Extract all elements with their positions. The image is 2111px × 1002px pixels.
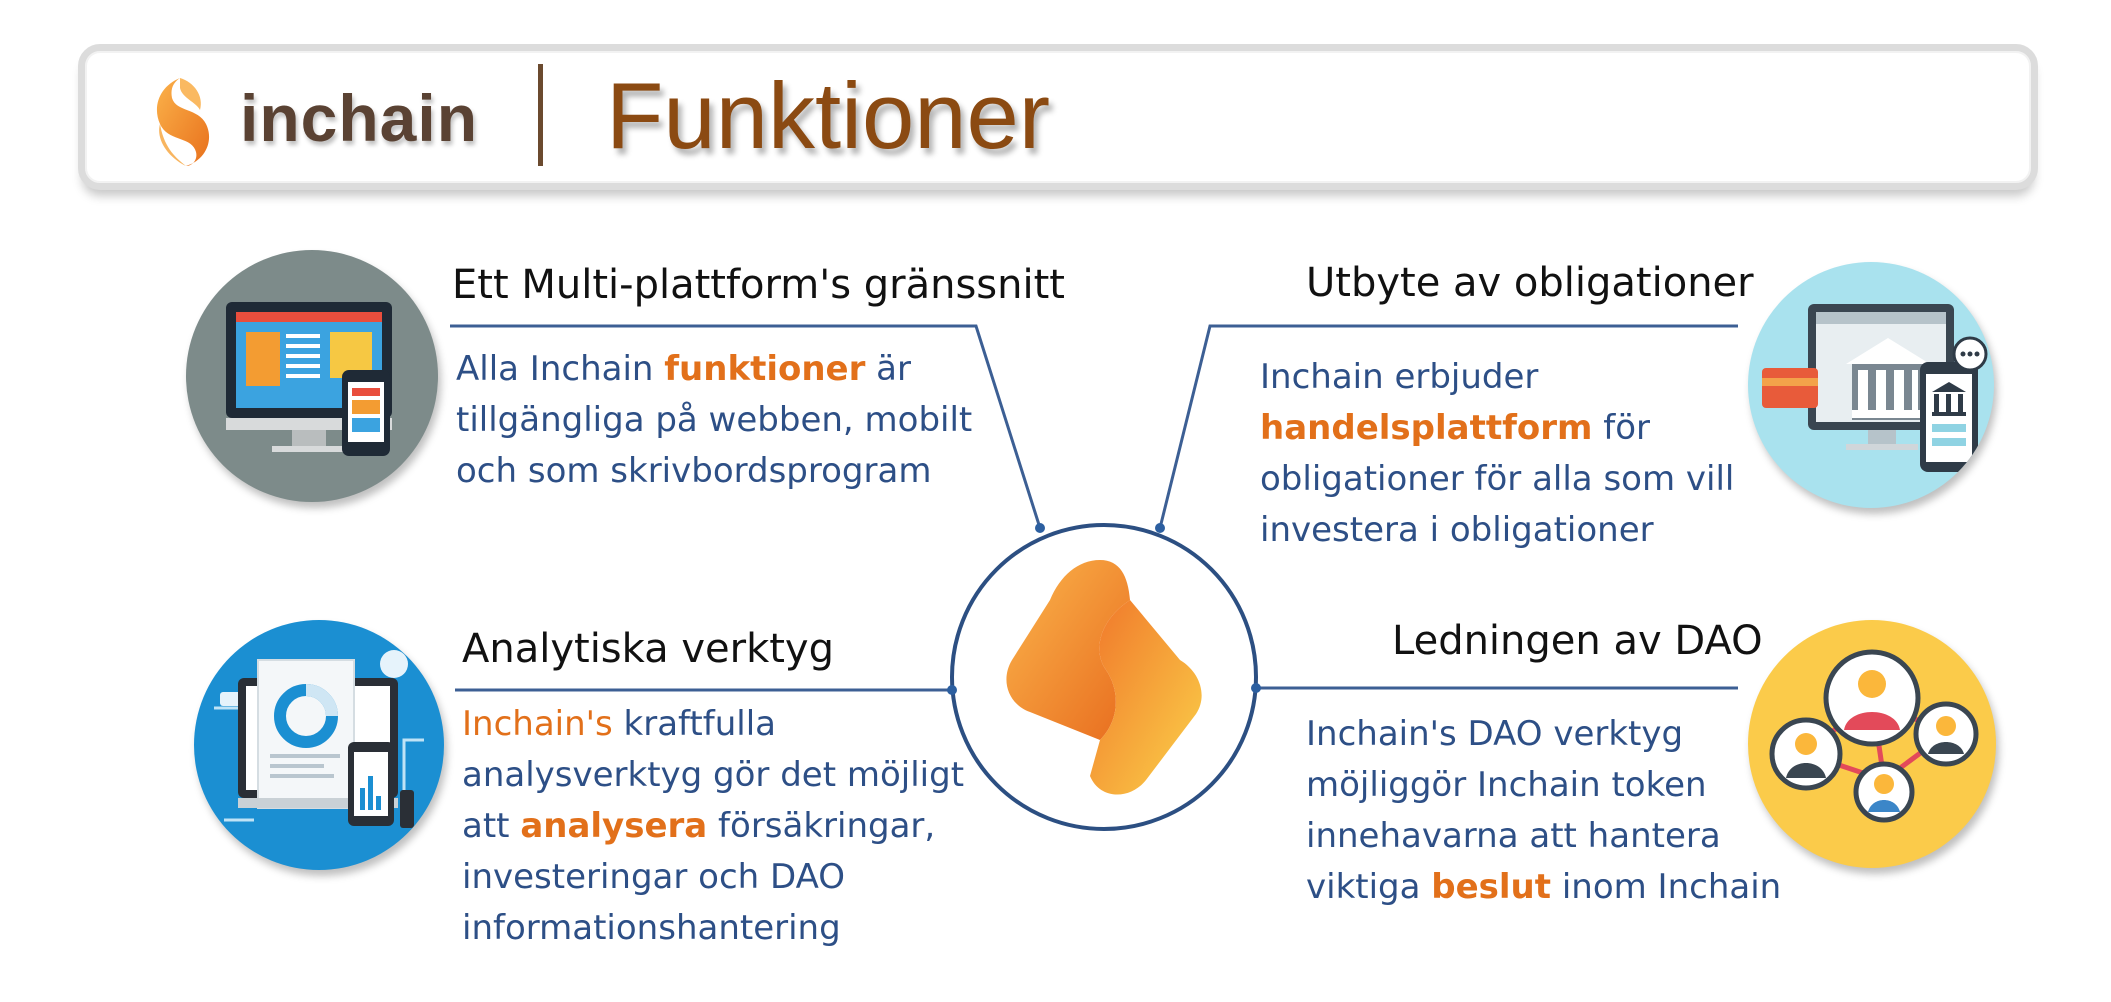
text-dao: Inchain's DAO verktyg möjliggör Inchain … [1306,714,1782,907]
heading-dao: Ledningen av DAO [1392,618,1763,664]
text-analytics: Inchain's kraftfulla analysverktyg gör d… [462,704,965,948]
inchain-center-logo-icon [1006,560,1202,795]
heading-bonds: Utbyte av obligationer [1306,260,1754,306]
heading-multiplatform: Ett Multi-plattform's gränssnitt [452,262,1065,308]
bank-exchange-icon [1748,262,1994,508]
header-banner [78,44,2038,190]
text-multiplatform: Alla Inchain funktioner är tillgängliga … [456,349,973,491]
inchain-logo-icon [156,78,210,166]
analytics-dashboard-icon [194,620,444,870]
text-bonds: Inchain erbjuder handelsplattform för ob… [1260,357,1735,550]
logo-text: inchain [240,81,479,155]
heading-analytics: Analytiska verktyg [462,626,834,672]
multiplatform-devices-icon [186,250,438,502]
page-title: Funktioner [606,63,1051,168]
dao-network-icon [1748,620,1996,868]
header-divider [538,64,543,166]
